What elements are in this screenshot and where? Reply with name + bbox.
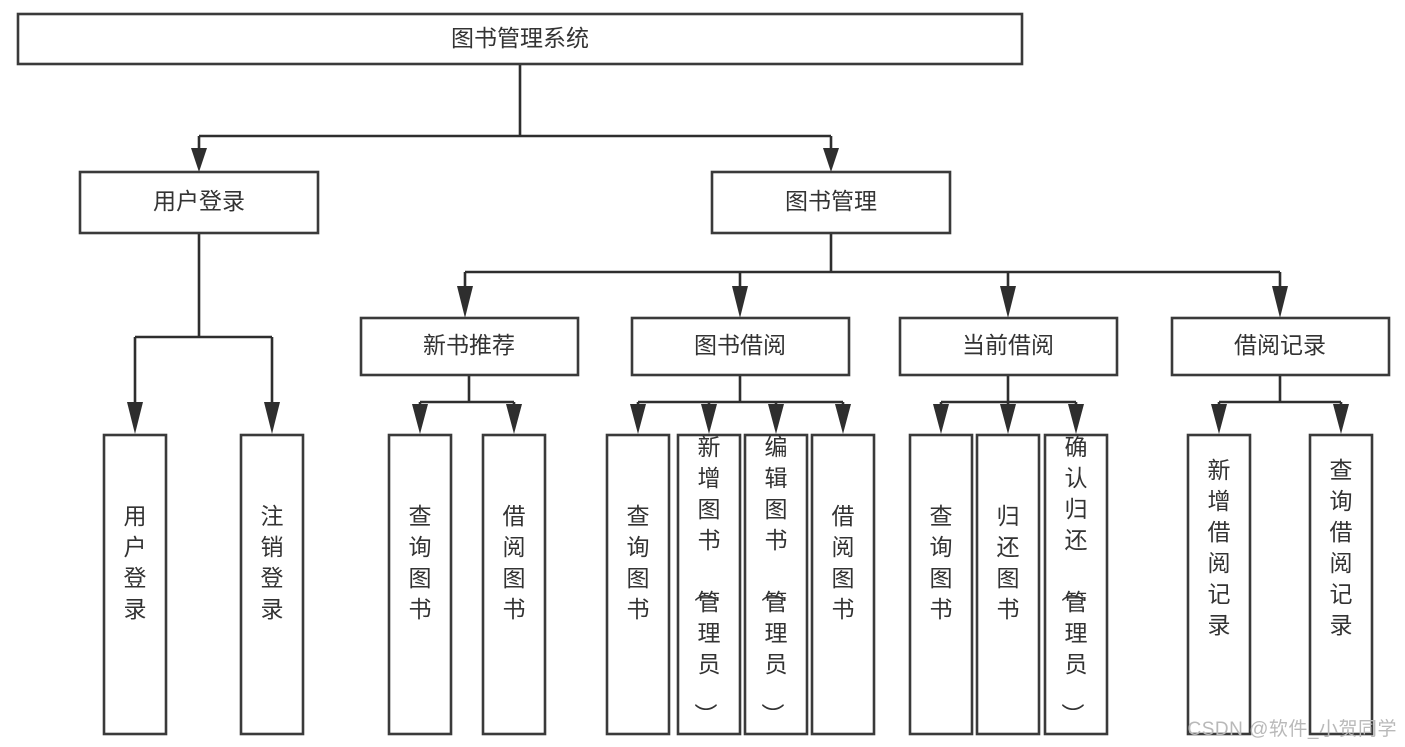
node-leaf-5-box[interactable]	[605, 433, 671, 736]
node-leaf-2[interactable]: 注销登录	[239, 433, 305, 736]
node-leaf-5[interactable]: 查询图书	[605, 433, 671, 736]
connectors-current-borrow-to-leaves	[933, 375, 1084, 434]
node-leaf-4[interactable]: 借阅图书	[481, 433, 547, 736]
arrow-head-leaf-10	[1000, 404, 1016, 434]
node-book-borrow[interactable]: 图书借阅	[630, 316, 851, 377]
connectors-root-to-level2	[191, 64, 839, 172]
node-leaf-10[interactable]: 归还图书	[975, 433, 1041, 736]
node-current-borrow-label: 当前借阅	[962, 332, 1054, 358]
node-leaf-9-label: 查询图书	[930, 503, 953, 622]
node-book-manage[interactable]: 图书管理	[710, 170, 952, 235]
node-current-borrow-box[interactable]	[898, 316, 1119, 377]
node-user-login-box[interactable]	[78, 170, 320, 235]
node-leaf-6-box[interactable]	[676, 433, 742, 736]
node-current-borrow[interactable]: 当前借阅	[898, 316, 1119, 377]
node-leaf-13[interactable]: 查询借阅记录	[1308, 433, 1374, 736]
arrow-head-new-book-rec	[457, 286, 473, 318]
arrow-head-leaf-2	[264, 402, 280, 434]
arrow-head-current-borrow	[1000, 286, 1016, 318]
node-leaf-7-label: 编辑图书（管理员）	[760, 434, 788, 726]
node-leaf-3-label: 查询图书	[409, 503, 432, 622]
node-borrow-record[interactable]: 借阅记录	[1170, 316, 1391, 377]
arrow-head-book-borrow	[732, 286, 748, 318]
arrow-head-user-login	[191, 148, 207, 172]
node-book-borrow-box[interactable]	[630, 316, 851, 377]
node-leaf-5-label: 查询图书	[627, 503, 650, 622]
node-leaf-8[interactable]: 借阅图书	[810, 433, 876, 736]
node-user-login[interactable]: 用户登录	[78, 170, 320, 235]
node-leaf-13-label: 查询借阅记录	[1330, 457, 1353, 638]
node-book-borrow-label: 图书借阅	[694, 332, 786, 358]
node-book-manage-box[interactable]	[710, 170, 952, 235]
node-root-label: 图书管理系统	[451, 25, 589, 51]
node-leaf-13-box[interactable]	[1308, 433, 1374, 736]
node-leaf-11-box[interactable]	[1043, 433, 1109, 736]
node-leaf-9-box[interactable]	[908, 433, 974, 736]
arrow-head-leaf-12	[1211, 404, 1227, 434]
node-leaf-1[interactable]: 用户登录	[102, 433, 168, 736]
connectors-borrow-record-to-leaves	[1211, 375, 1349, 434]
node-leaf-3-box[interactable]	[387, 433, 453, 736]
node-user-login-label: 用户登录	[153, 188, 245, 214]
arrow-head-leaf-13	[1333, 404, 1349, 434]
arrow-head-leaf-6	[701, 404, 717, 434]
node-leaf-11-label: 确认归还（管理员）	[1060, 434, 1088, 726]
node-leaf-4-label: 借阅图书	[503, 503, 526, 622]
arrow-head-leaf-8	[835, 404, 851, 434]
node-new-book-rec[interactable]: 新书推荐	[359, 316, 580, 377]
arrow-head-leaf-1	[127, 402, 143, 434]
node-leaf-1-box[interactable]	[102, 433, 168, 736]
node-leaf-6-label: 新增图书（管理员）	[693, 434, 721, 726]
node-leaf-7[interactable]: 编辑图书（管理员）	[743, 433, 809, 736]
node-leaf-10-label: 归还图书	[997, 503, 1020, 622]
node-leaf-12[interactable]: 新增借阅记录	[1186, 433, 1252, 736]
node-new-book-rec-box[interactable]	[359, 316, 580, 377]
connectors-user-login-to-leaves	[127, 233, 280, 434]
node-leaf-9[interactable]: 查询图书	[908, 433, 974, 736]
arrow-head-borrow-record	[1272, 286, 1288, 318]
connectors-new-book-rec-to-leaves	[412, 375, 522, 434]
node-leaf-7-box[interactable]	[743, 433, 809, 736]
node-leaf-2-label: 注销登录	[261, 503, 284, 622]
arrow-head-leaf-7	[768, 404, 784, 434]
arrow-head-leaf-11	[1068, 404, 1084, 434]
node-leaf-12-box[interactable]	[1186, 433, 1252, 736]
node-leaf-10-box[interactable]	[975, 433, 1041, 736]
node-leaf-8-box[interactable]	[810, 433, 876, 736]
arrow-head-leaf-5	[630, 404, 646, 434]
connectors-book-borrow-to-leaves	[630, 375, 851, 434]
node-leaf-1-label: 用户登录	[124, 503, 147, 622]
arrow-head-leaf-4	[506, 404, 522, 434]
node-root[interactable]: 图书管理系统	[16, 12, 1024, 66]
arrow-head-leaf-3	[412, 404, 428, 434]
node-leaf-3[interactable]: 查询图书	[387, 433, 453, 736]
csdn-watermark: CSDN @软件_小贺同学	[1187, 719, 1397, 740]
node-borrow-record-label: 借阅记录	[1234, 332, 1326, 358]
connectors-book-manage-to-level3	[457, 233, 1288, 318]
arrow-head-leaf-9	[933, 404, 949, 434]
node-root-box[interactable]	[16, 12, 1024, 66]
node-leaf-11[interactable]: 确认归还（管理员）	[1043, 433, 1109, 736]
node-leaf-4-box[interactable]	[481, 433, 547, 736]
node-borrow-record-box[interactable]	[1170, 316, 1391, 377]
arrow-head-book-manage	[823, 148, 839, 172]
node-leaf-6[interactable]: 新增图书（管理员）	[676, 433, 742, 736]
node-book-manage-label: 图书管理	[785, 188, 877, 214]
node-leaf-8-label: 借阅图书	[832, 503, 855, 622]
node-new-book-rec-label: 新书推荐	[423, 332, 515, 358]
node-leaf-12-label: 新增借阅记录	[1208, 457, 1231, 638]
node-leaf-2-box[interactable]	[239, 433, 305, 736]
